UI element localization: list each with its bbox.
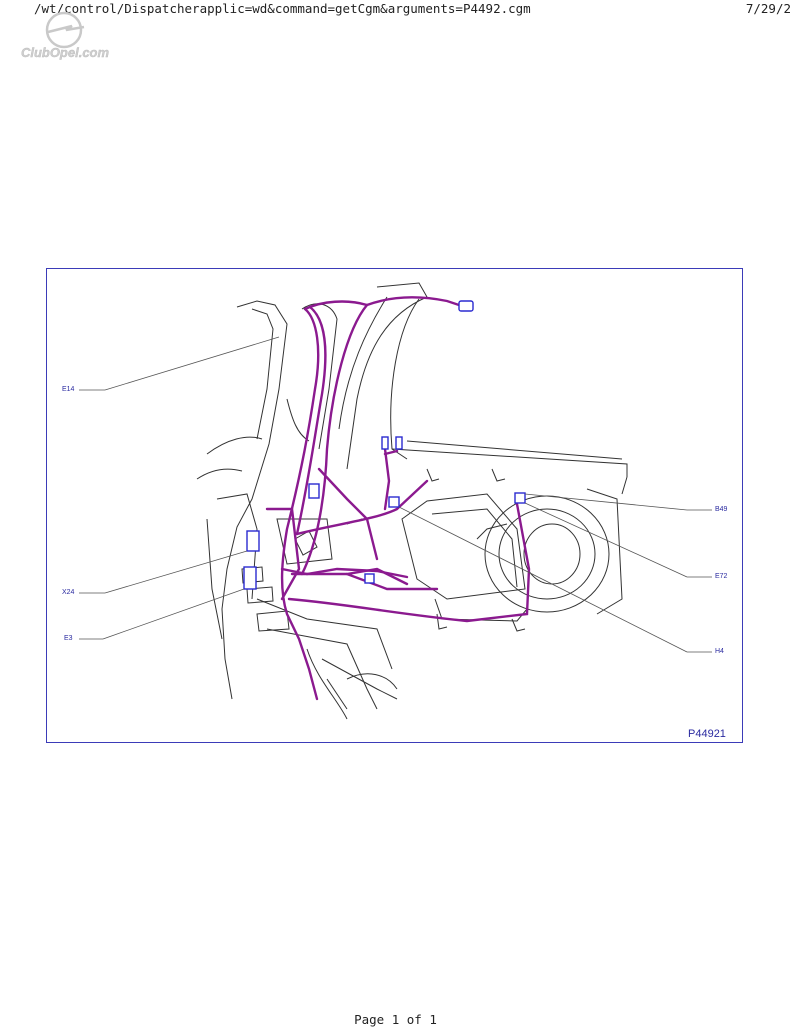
wiring-diagram-frame: E14 X24 E3 B49 E72 H4 P44921 [46, 268, 743, 743]
wiring-diagram [79, 282, 712, 720]
opel-logo-icon: ClubOpel.com [21, 11, 110, 60]
callout-b49: B49 [715, 506, 728, 513]
connector-h4 [388, 496, 400, 508]
figure-code: P44921 [688, 728, 726, 740]
connector-lower [364, 573, 375, 584]
callout-e72: E72 [715, 573, 728, 580]
callout-x24: X24 [62, 589, 75, 596]
callout-e3: E3 [64, 635, 73, 642]
page-footer: Page 1 of 1 [354, 1012, 437, 1027]
callout-e14: E14 [62, 386, 75, 393]
connector-plug-2 [395, 436, 403, 450]
vehicle-body-outline [196, 282, 628, 720]
page-url: /wt/control/Dispatcherapplic=wd&command=… [34, 1, 531, 16]
connector-e3 [243, 566, 257, 590]
print-date: 7/29/2 [745, 1, 791, 16]
connector-x24 [246, 530, 260, 552]
watermark-logo: ClubOpel.com [10, 10, 120, 62]
connectors [243, 300, 526, 590]
connector-e72 [514, 492, 526, 504]
connector-b49-upper [458, 300, 474, 312]
watermark-text: ClubOpel.com [21, 45, 110, 60]
connector-center [308, 483, 320, 499]
wiring-harness [265, 296, 531, 701]
connector-plug-1 [381, 436, 389, 450]
callout-h4: H4 [715, 648, 724, 655]
callout-leaders [79, 336, 712, 653]
